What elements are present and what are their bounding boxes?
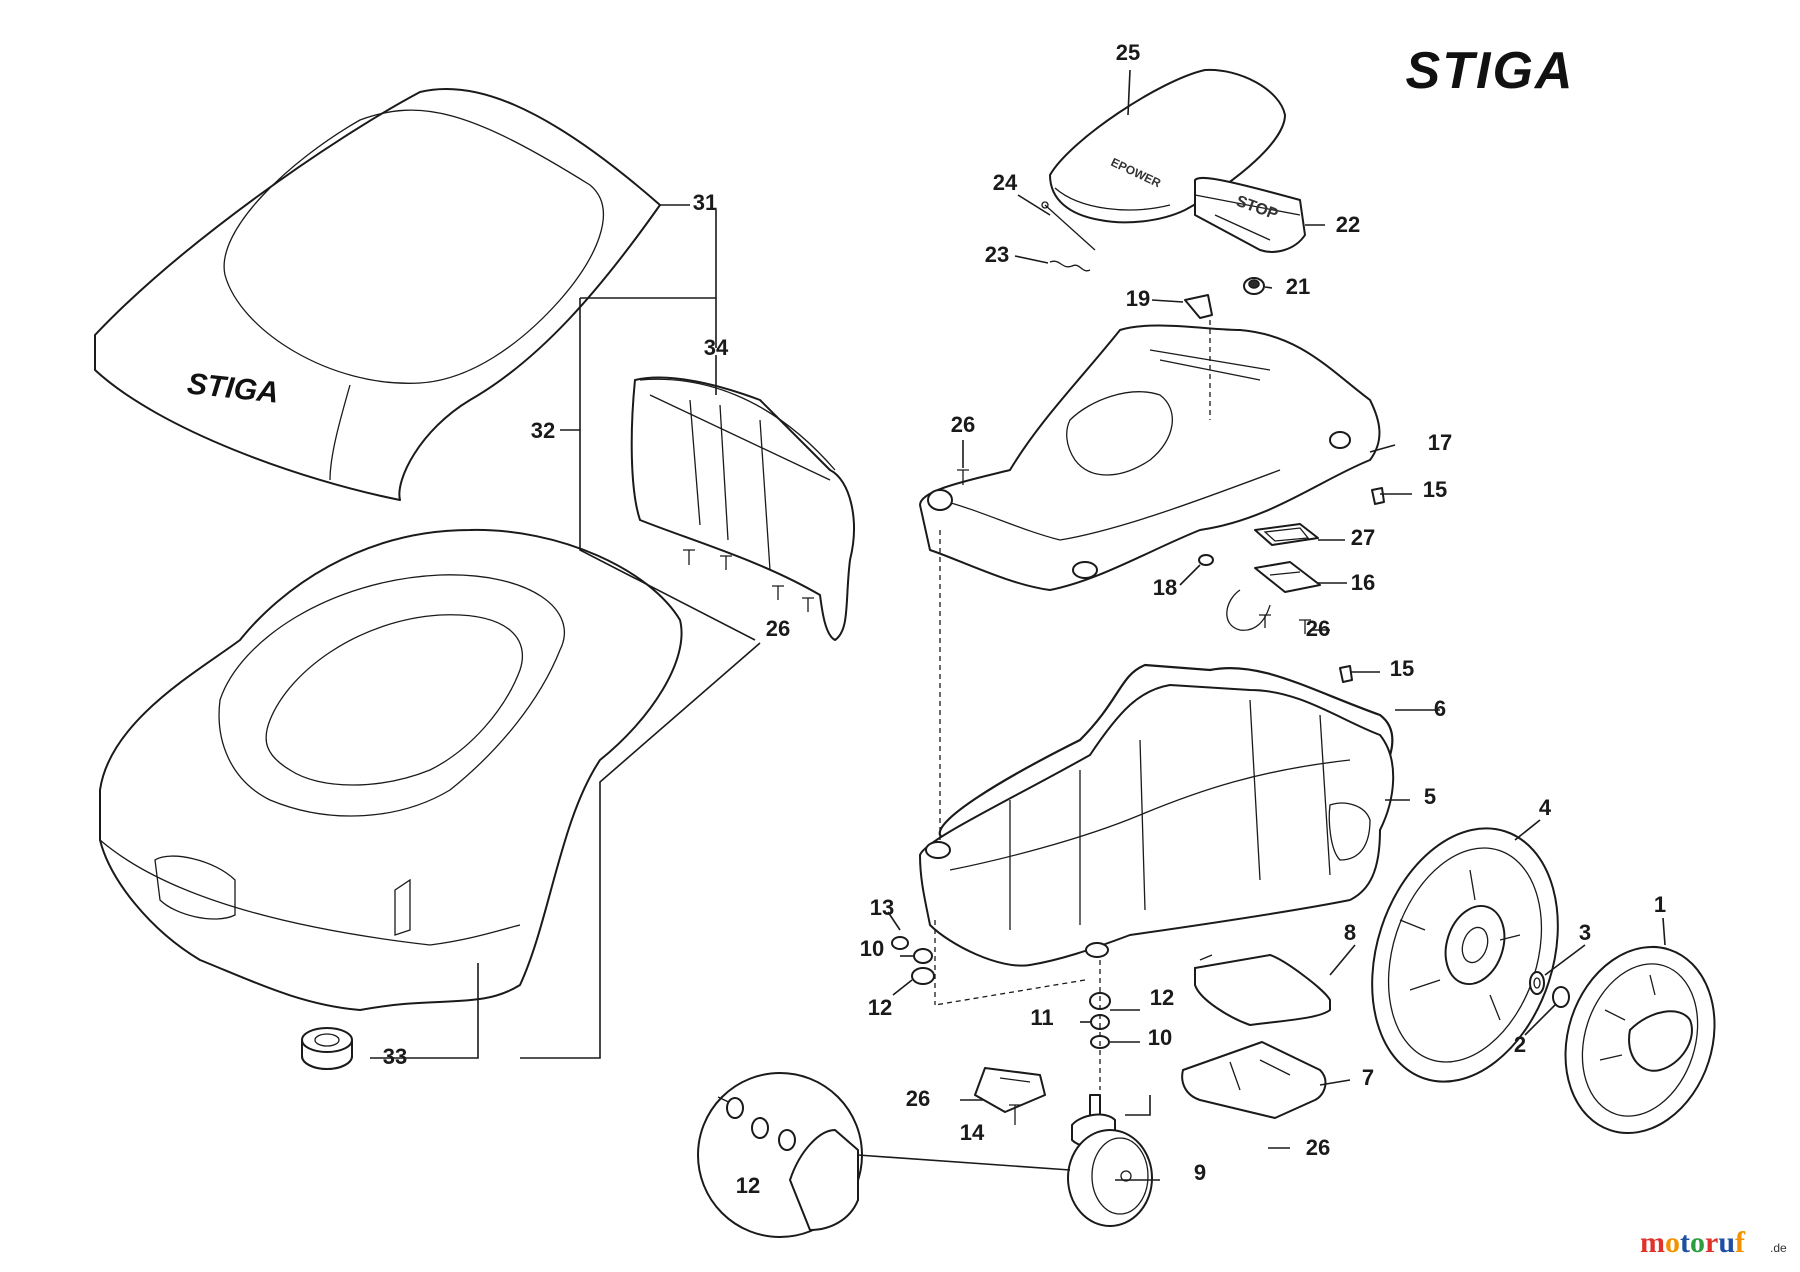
callout-32: 32 (531, 418, 555, 443)
callout-26-bumper: 26 (766, 616, 790, 641)
part-9-caster-wheel (1067, 1094, 1153, 1227)
callout-23: 23 (985, 242, 1009, 267)
part-18-plug (1198, 554, 1214, 566)
callout-12-left: 12 (868, 995, 892, 1020)
callout-2: 2 (1514, 1032, 1526, 1057)
callout-3: 3 (1579, 920, 1591, 945)
part-3-washer (1529, 971, 1545, 995)
part-8-cover-seal (1194, 953, 1331, 1027)
callout-27: 27 (1351, 525, 1375, 550)
watermark-letter: t (1680, 1226, 1690, 1259)
alignment-line-diagonal (934, 979, 1086, 1006)
washers-10-12-13-left (891, 920, 936, 1005)
part-19-clip (1184, 294, 1213, 319)
watermark-letter: o (1690, 1226, 1705, 1259)
watermark-letter: u (1718, 1226, 1735, 1259)
washers-10-11-12-center (1089, 960, 1111, 1090)
watermark-suffix: .de (1770, 1241, 1787, 1255)
callout-12-center: 12 (1150, 985, 1174, 1010)
callout-34: 34 (704, 335, 729, 360)
callout-25: 25 (1116, 40, 1140, 65)
part-4-wheel (1371, 827, 1559, 1083)
callout-24: 24 (993, 170, 1018, 195)
callout-14: 14 (960, 1120, 985, 1145)
callout-17: 17 (1428, 430, 1452, 455)
screws-26-bumper (683, 549, 814, 612)
callout-7: 7 (1362, 1065, 1374, 1090)
part-24-pin (1041, 201, 1096, 251)
callout-26-lid: 26 (1306, 1135, 1330, 1160)
callout-10-center: 10 (1148, 1025, 1172, 1050)
part-33-knob (301, 1027, 353, 1070)
callout-9: 9 (1194, 1160, 1206, 1185)
watermark-text: motoruf (1640, 1226, 1746, 1259)
watermark-letter: f (1735, 1226, 1746, 1259)
callout-11: 11 (1030, 1005, 1053, 1030)
callout-10-left: 10 (860, 936, 884, 961)
callout-22: 22 (1336, 212, 1360, 237)
watermark-letter: r (1705, 1226, 1718, 1259)
part-7-lid (1181, 1041, 1327, 1119)
part-15-clip-lower (1339, 665, 1353, 683)
part-1-hub-cap (1564, 945, 1716, 1135)
callout-26-chassis: 26 (951, 412, 975, 437)
part-31-top-cover: STIGA (94, 87, 661, 501)
callout-31: 31 (693, 190, 717, 215)
svg-text:motoruf: motoruf (1640, 1226, 1746, 1259)
callout-13: 13 (870, 895, 894, 920)
callout-15-upper: 15 (1423, 477, 1447, 502)
part-27-gasket (1254, 523, 1319, 546)
part-14-bracket (974, 1067, 1046, 1125)
part-15-clip-upper (1371, 487, 1385, 505)
part-12-detail-view (697, 1072, 1071, 1238)
callout-labels: 1 2 3 4 5 6 7 8 9 10 10 11 12 12 12 13 1… (383, 40, 1666, 1198)
part-32-body-shell (99, 528, 683, 1011)
callout-19: 19 (1126, 286, 1150, 311)
callout-33: 33 (383, 1044, 407, 1069)
callout-26-bracket: 26 (906, 1086, 930, 1111)
brand-logo: STIGA (1406, 42, 1575, 100)
callout-12-detail: 12 (736, 1173, 760, 1198)
screws-26-chassis (957, 469, 1311, 634)
callout-5: 5 (1424, 784, 1436, 809)
callout-1: 1 (1654, 892, 1666, 917)
part-21-knob (1243, 277, 1265, 295)
callout-4: 4 (1539, 795, 1552, 820)
callout-6: 6 (1434, 696, 1446, 721)
part-5-chassis-tray (919, 684, 1395, 967)
part-16-sensor-board (1226, 561, 1321, 631)
callout-8: 8 (1344, 920, 1356, 945)
watermark: motoruf .de (1640, 1226, 1787, 1259)
leader-lines (370, 69, 1666, 1181)
watermark-letter: o (1665, 1226, 1680, 1259)
callout-21: 21 (1286, 274, 1310, 299)
part-23-spring (1049, 260, 1091, 272)
callout-26-sensor: 26 (1306, 616, 1330, 641)
watermark-letter: m (1640, 1226, 1665, 1259)
part-2-nut (1552, 986, 1570, 1008)
callout-15-lower: 15 (1390, 656, 1414, 681)
part-34-front-bumper (630, 376, 855, 641)
callout-18: 18 (1153, 575, 1177, 600)
callout-16: 16 (1351, 570, 1375, 595)
part-22-stop-button: STOP (1194, 176, 1306, 253)
part-17-chassis-top (919, 320, 1381, 591)
